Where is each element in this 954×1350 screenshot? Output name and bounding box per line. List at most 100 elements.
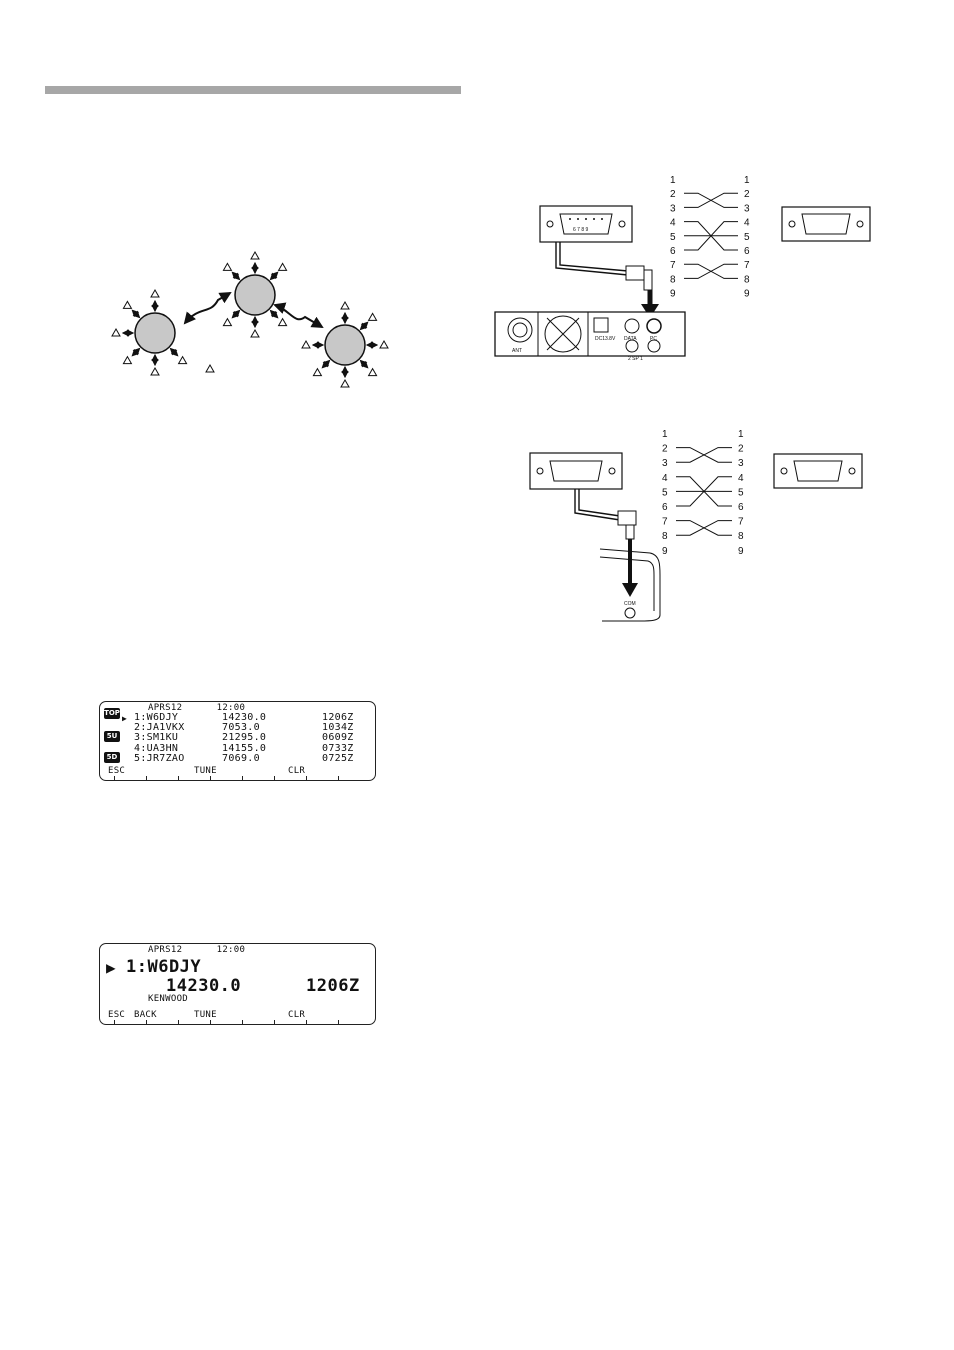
pin-label-left: 4 — [662, 473, 668, 484]
station-icon — [250, 250, 260, 260]
data-port-label: DATA — [624, 336, 637, 342]
lcd-header: APRS12 12:00 — [148, 703, 246, 713]
pin-label-right: 4 — [738, 473, 744, 484]
station-icon — [150, 288, 160, 298]
list-row-no: 3:SM1KU — [134, 732, 179, 744]
badge-5u: 5U — [104, 731, 120, 742]
lcd-detail-display: APRS12 12:00 ▶ 1:W6DJY 14230.0 1206Z KEN… — [99, 943, 376, 1025]
station-icon — [205, 363, 215, 373]
softkey-clr[interactable]: CLR — [288, 1010, 306, 1020]
station-icon — [312, 367, 323, 377]
sp-label: 2 SP 1 — [628, 356, 643, 362]
detail-callsign: 1:W6DJY — [126, 957, 202, 977]
softkey-tune[interactable]: TUNE — [194, 766, 217, 776]
dc-label: DC13.8V — [595, 336, 616, 342]
station-icon — [277, 317, 288, 327]
badge-5d: 5D — [104, 752, 120, 763]
pin-label-right: 9 — [738, 546, 744, 557]
network-diagram — [111, 250, 389, 388]
pin-label-left: 9 — [662, 546, 668, 557]
list-row-no: 1:W6DJY — [134, 712, 179, 723]
handheld-radio: COM — [599, 548, 661, 622]
cursor-icon: ▶ — [122, 714, 128, 723]
pin-label-right: 8 — [738, 531, 744, 542]
list-row-time: 0733Z — [322, 742, 354, 754]
pin-label-right: 2 — [744, 189, 750, 200]
detail-time: 1206Z — [306, 976, 360, 996]
softkey-clr[interactable]: CLR — [288, 766, 306, 776]
pin-label-right: 7 — [738, 517, 744, 528]
station-icon — [122, 300, 133, 309]
pin-label-right: 1 — [738, 429, 744, 440]
badge-top: TOP — [104, 708, 120, 719]
station-icon — [222, 262, 233, 271]
station-icon — [277, 262, 288, 271]
station-icon — [250, 328, 260, 338]
list-row-time: 1034Z — [322, 722, 354, 734]
detail-freq: 14230.0 — [166, 976, 242, 996]
pin-label-left: 4 — [670, 218, 676, 229]
pin-label-right: 8 — [744, 274, 750, 285]
db9-connector-left: 6 7 8 9 — [539, 205, 633, 243]
pin-label-left: 8 — [670, 274, 676, 285]
station-icon — [340, 378, 350, 388]
cluster-node — [324, 324, 366, 366]
pin-label-right: 5 — [738, 487, 744, 498]
list-row-no: 4:UA3HN — [134, 742, 179, 754]
softkey-tune[interactable]: TUNE — [194, 1010, 217, 1020]
ant-label: ANT — [512, 348, 522, 354]
list-row-freq: 14155.0 — [222, 742, 267, 754]
station-icon — [340, 300, 350, 310]
pin-label-right: 3 — [744, 203, 750, 214]
pin-label-left: 6 — [670, 246, 676, 257]
station-icon — [301, 339, 311, 349]
pin-label-right: 4 — [744, 218, 750, 229]
db9-connector-right-2 — [773, 453, 863, 489]
pin-label-left: 5 — [670, 232, 676, 243]
softkey-esc[interactable]: ESC — [108, 1010, 126, 1020]
pin-label-left: 2 — [670, 189, 676, 200]
cluster-node — [134, 312, 176, 354]
pin-label-left: 1 — [662, 429, 668, 440]
cluster-node — [234, 274, 276, 316]
list-row-freq: 21295.0 — [222, 732, 267, 744]
softkey-esc[interactable]: ESC — [108, 766, 126, 776]
pin-label-right: 9 — [744, 289, 750, 300]
radio-rear-panel: ANT DC13.8V DATA PC 2 SP 1 — [494, 311, 686, 362]
pin-label-left: 7 — [662, 517, 668, 528]
pin-label-left: 6 — [662, 502, 668, 513]
list-row-time: 1206Z — [322, 712, 354, 723]
pin-label-left: 2 — [662, 444, 668, 455]
station-icon — [367, 312, 378, 321]
station-icon — [111, 327, 121, 337]
station-icon — [150, 366, 160, 376]
station-icon — [222, 317, 233, 327]
list-row-time: 0609Z — [322, 732, 354, 744]
lcd-header: APRS12 12:00 — [148, 945, 246, 955]
pin-label-right: 2 — [738, 444, 744, 455]
pin-label-right: 6 — [738, 502, 744, 513]
pin-label-right: 3 — [738, 458, 744, 469]
detail-comment: KENWOOD — [148, 994, 189, 1004]
db9-connector-left-2 — [529, 452, 623, 490]
lcd-list-display: APRS12 12:00 TOP 5U 5D ▶ 1:W6DJY 14230.0 1… — [99, 701, 376, 781]
station-icon — [379, 339, 389, 349]
softkey-back[interactable]: BACK — [134, 1010, 157, 1020]
list-row-freq: 7053.0 — [222, 722, 260, 734]
pin-label-right: 6 — [744, 246, 750, 257]
list-row-no: 5:JR7ZAO — [134, 752, 185, 764]
list-row-no: 2:JA1VKX — [134, 722, 185, 734]
pin-label-right: 7 — [744, 260, 750, 271]
list-row-time: 0725Z — [322, 752, 354, 764]
list-row-freq: 14230.0 — [222, 712, 267, 723]
pin-label-left: 9 — [670, 289, 676, 300]
pin-label-left: 5 — [662, 487, 668, 498]
list-row-freq: 7069.0 — [222, 752, 260, 764]
pin-label-right: 5 — [744, 232, 750, 243]
station-icon — [177, 355, 188, 365]
pin-label-left: 8 — [662, 531, 668, 542]
db9-pin-labels: 6 7 8 9 — [573, 227, 589, 233]
station-icon — [122, 355, 133, 365]
